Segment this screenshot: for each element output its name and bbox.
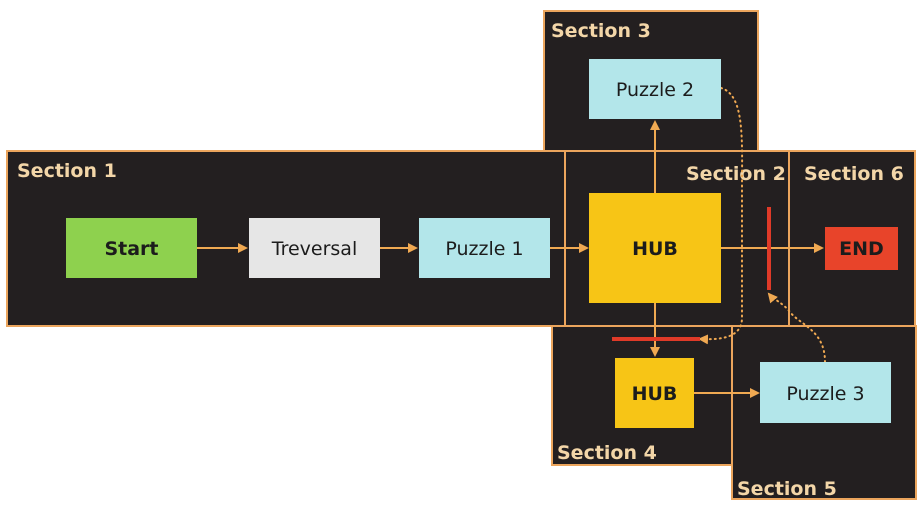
- hub-main-node: [589, 193, 721, 303]
- puzzle-2-node: [589, 59, 721, 119]
- section-4-label: Section 4: [557, 442, 657, 464]
- dotted-path-puzzle2-unlock: [698, 87, 744, 345]
- section-1-label: Section 1: [17, 160, 117, 182]
- treversal-label: Treversal: [271, 238, 357, 260]
- hub-main-label: HUB: [632, 238, 678, 260]
- section-3-label: Section 3: [551, 20, 651, 42]
- hub-small-node: [615, 358, 694, 428]
- puzzle-3-node: [760, 362, 891, 423]
- end-node: [825, 227, 898, 270]
- puzzle-1-node: [419, 218, 550, 278]
- hub-small-label: HUB: [632, 383, 678, 405]
- puzzle-1-label: Puzzle 1: [445, 238, 523, 260]
- dotted-path-puzzle3-unlock: [767, 292, 826, 363]
- puzzle-3-label: Puzzle 3: [786, 383, 864, 405]
- end-label: END: [839, 238, 884, 260]
- section-5-label: Section 5: [737, 478, 837, 500]
- start-node: [66, 218, 197, 278]
- start-label: Start: [104, 238, 158, 260]
- treversal-node: [249, 218, 380, 278]
- puzzle-2-label: Puzzle 2: [616, 79, 694, 101]
- section-6-label: Section 6: [804, 163, 904, 185]
- section-2-label: Section 2: [686, 163, 786, 185]
